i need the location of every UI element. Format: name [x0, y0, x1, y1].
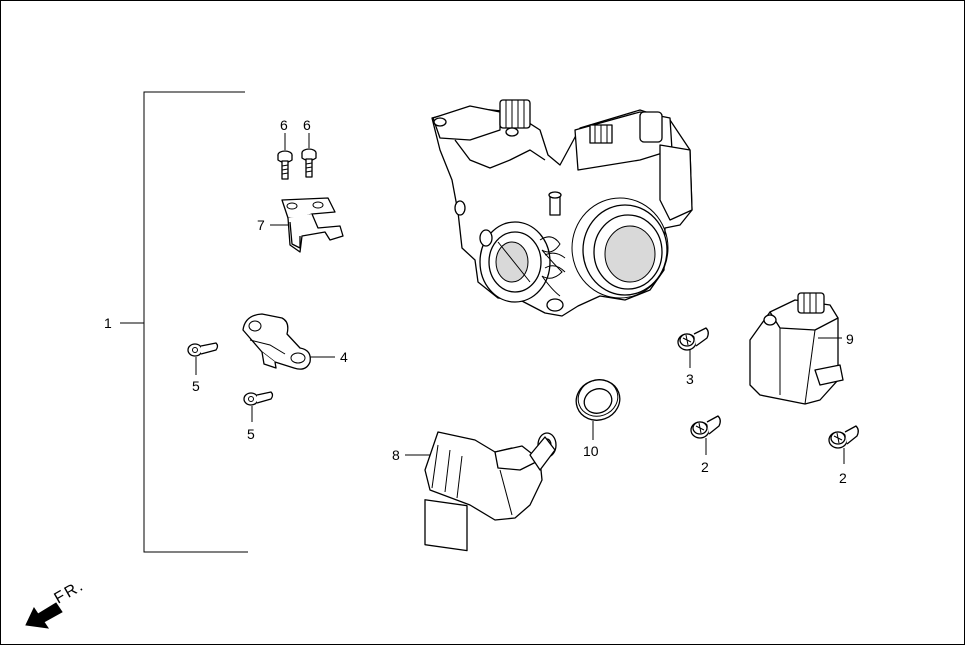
callout-7: 7	[257, 217, 265, 233]
callout-5-lower: 5	[247, 426, 255, 442]
callout-5-upper: 5	[192, 378, 200, 394]
callout-4: 4	[340, 349, 348, 365]
callout-6-left: 6	[280, 117, 288, 133]
callout-8: 8	[392, 447, 400, 463]
screw-6-right	[301, 133, 317, 178]
bracket-4	[242, 313, 335, 370]
sensor-9	[749, 292, 844, 405]
sensor-8	[405, 431, 557, 552]
front-indicator-label: FR.	[52, 577, 88, 608]
callout-2-right: 2	[839, 470, 847, 486]
screw-5-lower	[243, 391, 274, 422]
assembly-bracket	[120, 91, 248, 553]
callout-3: 3	[686, 371, 694, 387]
screw-2-right	[828, 425, 859, 464]
screw-5-upper	[187, 342, 219, 375]
callout-1: 1	[104, 315, 112, 331]
front-arrow-icon	[25, 602, 63, 629]
callout-6-right: 6	[303, 117, 311, 133]
bracket-7	[270, 197, 344, 253]
o-ring-10	[575, 379, 621, 440]
callout-2-left: 2	[701, 459, 709, 475]
screw-6-left	[277, 133, 293, 180]
throttle-body	[431, 99, 693, 317]
callout-9: 9	[846, 331, 854, 347]
screw-2-left	[690, 415, 721, 455]
callout-10: 10	[583, 443, 599, 459]
screw-3	[677, 327, 709, 368]
